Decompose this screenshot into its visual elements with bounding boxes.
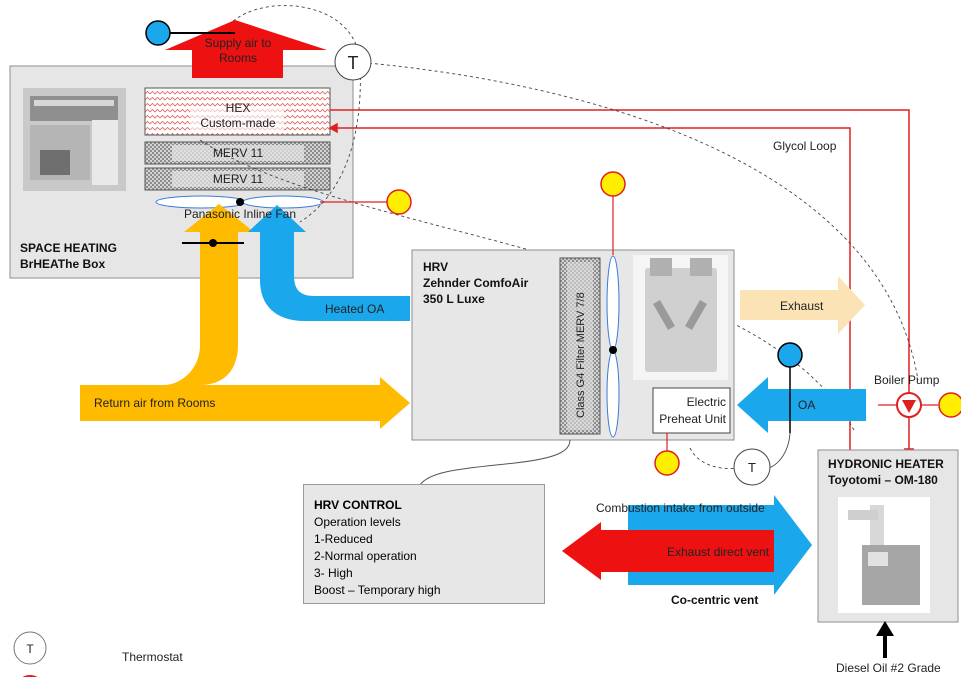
damper-actuator-oa [777, 342, 803, 368]
legend-thermostat-symbol [13, 631, 47, 665]
hrv-control-line: Boost – Temporary high [314, 583, 441, 597]
hrv-fan [606, 193, 620, 438]
exhaust-direct-label: Exhaust direct vent [667, 545, 770, 559]
legend-thermostat-label: Thermostat [122, 650, 183, 664]
box-photo [23, 88, 126, 191]
space-heating-title: SPACE HEATING [20, 241, 117, 255]
preheat-unit-box [652, 387, 731, 434]
oa-label: OA [798, 398, 815, 412]
glycol-loop-label: Glycol Loop [773, 139, 837, 153]
boiler-pump-label: Boiler Pump [874, 373, 940, 387]
merv-top-label: MERV 11 [213, 146, 264, 160]
sensor-boiler-pump [938, 392, 961, 418]
merv-bottom-label: MERV 11 [213, 172, 264, 186]
fan-label: Panasonic Inline Fan [184, 207, 296, 221]
legend-thermostat-symbol-label: T [26, 642, 34, 656]
hrv-model: Zehnder ComfoAir [423, 276, 529, 290]
hrv-control-line: 2-Normal operation [314, 549, 417, 563]
hydronic-title: HYDRONIC HEATER [828, 457, 944, 471]
space-heating-subtitle: BrHEAThe Box [20, 257, 105, 271]
hrv-control-line: Operation levels [314, 515, 401, 529]
glycol-loop [328, 109, 915, 460]
hrv-control-title: HRV CONTROL [314, 498, 402, 512]
fuel-arrow [876, 621, 894, 658]
hrv-model-2: 350 L Luxe [423, 292, 485, 306]
hrv-control-line: 3- High [314, 566, 353, 580]
supply-air-label-line2: Rooms [219, 51, 257, 65]
sensor-hrv-fan [600, 171, 626, 197]
heater-photo [838, 497, 930, 613]
thermostat-oa-symbol [733, 448, 771, 486]
hrv-control-line: 1-Reduced [314, 532, 373, 546]
hydronic-model: Toyotomi – OM-180 [828, 473, 938, 487]
thermostat-oa-label: T [748, 460, 756, 475]
heated-oa-label: Heated OA [325, 302, 384, 316]
combustion-intake-label: Combustion intake from outside [596, 501, 765, 515]
preheat-label-line2: Preheat Unit [659, 412, 726, 426]
oa-arrow [737, 377, 866, 433]
hrv-title: HRV [423, 260, 448, 274]
exhaust-label: Exhaust [780, 299, 824, 313]
return-air-arrow-head [184, 204, 254, 232]
sensor-fan [386, 189, 412, 215]
fuel-label: Diesel Oil #2 Grade [836, 661, 941, 675]
hrv-filter-label: Class G4 Filter MERV 7/8 [575, 292, 587, 418]
exhaust-direct-vent-arrow [562, 522, 774, 580]
supply-air-label-line1: Supply air to [205, 36, 272, 50]
thermostat-supply-label: T [348, 53, 359, 73]
exhaust-arrow [740, 276, 865, 334]
inline-fan [155, 195, 324, 209]
heated-oa-arrow [248, 205, 410, 321]
return-air-arrow [80, 225, 410, 429]
hex-label-line1: HEX [226, 101, 251, 115]
hex-label-line2: Custom-made [200, 116, 276, 130]
sensor-preheat [654, 450, 680, 476]
preheat-label-line1: Electric [687, 395, 726, 409]
thermostat-supply-symbol [334, 43, 372, 81]
co-centric-label: Co-centric vent [671, 593, 758, 607]
supply-air-arrow [165, 20, 327, 78]
hrv-control-panel: HRV CONTROL Operation levels 1-Reduced 2… [303, 484, 545, 604]
return-air-label: Return air from Rooms [94, 396, 215, 410]
hrv-photo [633, 255, 728, 380]
damper-actuator-supply [145, 20, 171, 46]
